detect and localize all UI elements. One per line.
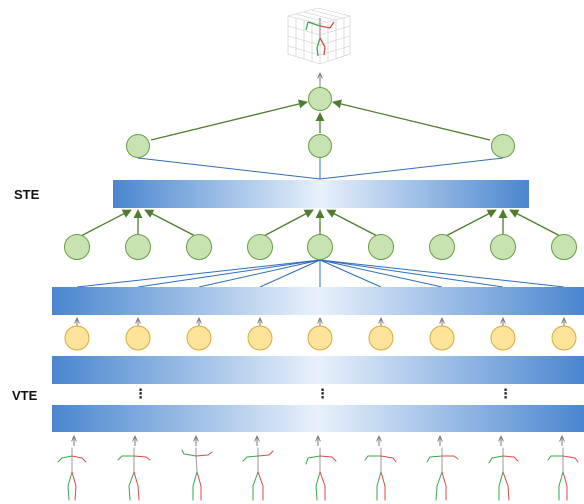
input-skeleton-6 xyxy=(364,447,397,501)
group-node-2 xyxy=(308,134,332,158)
yellow-node-9 xyxy=(551,325,577,351)
frame-node-1 xyxy=(64,234,90,260)
yellow-node-6 xyxy=(368,325,394,351)
input-skeleton-9 xyxy=(547,447,579,501)
group-node-1 xyxy=(126,134,150,158)
input-skeleton-2 xyxy=(117,447,151,501)
output-3d-pose xyxy=(286,7,352,65)
input-skeleton-4 xyxy=(242,447,274,501)
input-skeleton-5 xyxy=(305,447,337,501)
frame-to-ste-arrows xyxy=(76,209,565,239)
vte-bar-middle xyxy=(52,356,584,384)
frame-node-2 xyxy=(125,234,151,260)
input-skeleton-7 xyxy=(426,447,459,501)
ellipsis-right: ⋮ xyxy=(499,387,512,402)
input-skeleton-3 xyxy=(181,447,213,501)
ste-to-group-lines xyxy=(137,157,504,180)
input-poses xyxy=(57,447,579,501)
output-node xyxy=(308,87,332,111)
yellow-node-4 xyxy=(247,325,273,351)
group-node-3 xyxy=(491,134,515,158)
frame-node-8 xyxy=(490,234,516,260)
yellow-node-2 xyxy=(125,325,151,351)
input-to-bar-arrows xyxy=(74,436,562,446)
fan-lines xyxy=(76,259,565,288)
ellipsis-center: ⋮ xyxy=(316,387,329,402)
ste-label: STE xyxy=(14,187,40,202)
yellow-node-1 xyxy=(64,325,90,351)
input-skeleton-1 xyxy=(57,447,87,501)
ste-bar xyxy=(113,180,529,208)
frame-node-3 xyxy=(186,234,212,260)
output-cube-grid xyxy=(286,7,352,65)
frame-node-9 xyxy=(551,234,577,260)
vte-bar-top xyxy=(52,287,584,315)
output-skeleton xyxy=(305,18,335,57)
yellow-node-8 xyxy=(490,325,516,351)
frame-node-6 xyxy=(368,234,394,260)
yellow-node-3 xyxy=(186,325,212,351)
vte-label: VTE xyxy=(12,388,38,403)
yellow-node-5 xyxy=(307,325,333,351)
frame-node-7 xyxy=(429,234,455,260)
vte-bar-bottom xyxy=(52,405,584,432)
yellow-to-bar-arrows xyxy=(77,318,564,326)
input-skeleton-8 xyxy=(488,447,519,501)
yellow-node-7 xyxy=(429,325,455,351)
group-to-output-arrows xyxy=(150,99,491,141)
ellipsis-left: ⋮ xyxy=(134,387,147,402)
frame-node-5 xyxy=(307,234,333,260)
frame-node-4 xyxy=(247,234,273,260)
